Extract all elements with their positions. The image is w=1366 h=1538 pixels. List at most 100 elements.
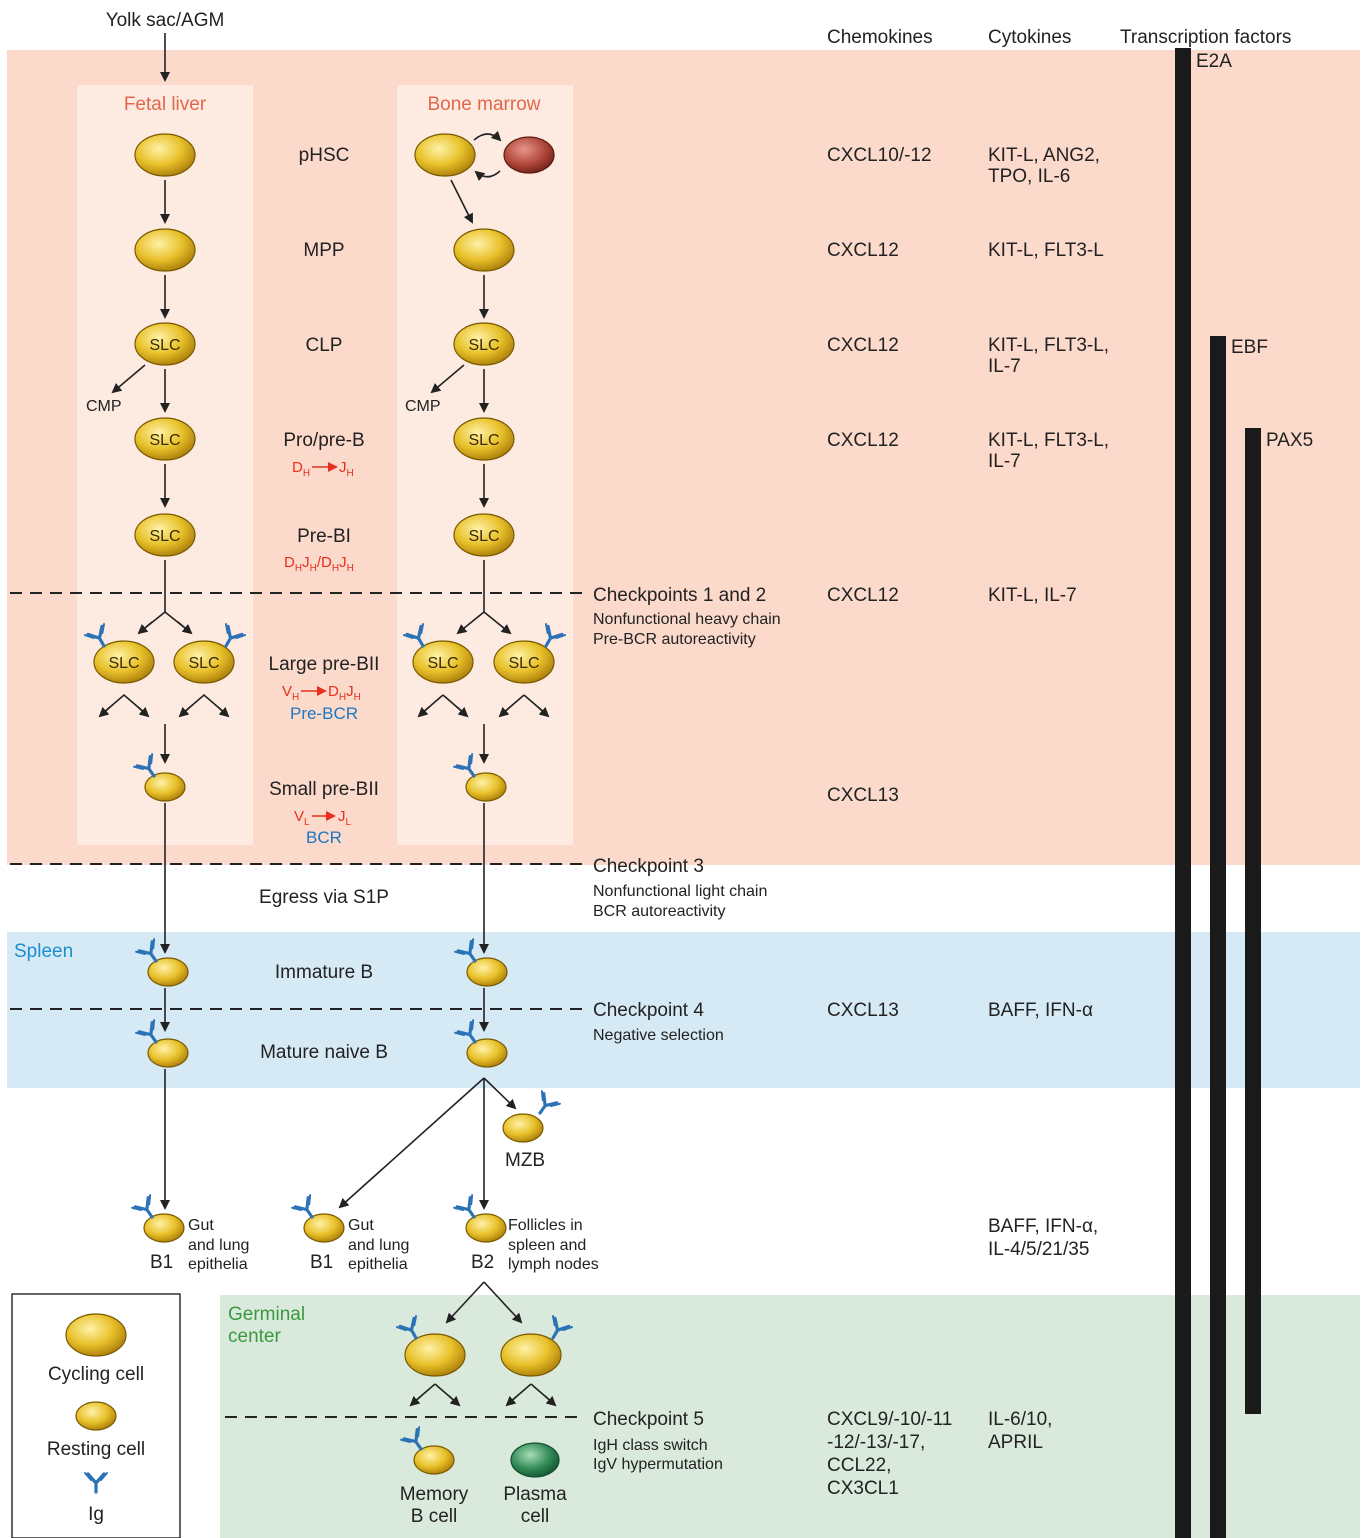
- stage-clp: CLP: [306, 335, 343, 356]
- fl-div-1a: [98, 706, 111, 718]
- stage-mature-naive-b: Mature naive B: [260, 1042, 388, 1063]
- cp3-line1: Nonfunctional light chain: [593, 883, 767, 900]
- chemokine-pro: CXCL12: [827, 430, 899, 451]
- cytokine-phsc-1: KIT-L, ANG2,: [988, 145, 1100, 166]
- legend-resting-icon: [75, 1401, 117, 1431]
- fl-clp-slc: SLC: [149, 337, 180, 354]
- memory-b-cell: [413, 1445, 455, 1475]
- b2-cell: [465, 1213, 507, 1243]
- mzb-cell: [502, 1113, 544, 1143]
- fl-div-1b: [137, 706, 150, 718]
- fl-pro-pre-b-cell: [134, 417, 196, 461]
- fl-clp-cell: [134, 322, 196, 366]
- chemokine-cp4: CXCL13: [827, 1000, 899, 1021]
- bone-marrow-label: Bone marrow: [428, 94, 541, 115]
- ebf-bar: [1210, 336, 1226, 1538]
- stage-pre-bcr: Pre-BCR: [290, 704, 358, 723]
- gc-arrow-right: [483, 1281, 523, 1324]
- cp12-line1: Nonfunctional heavy chain: [593, 611, 781, 628]
- bm-niche-arrow-top: [473, 130, 502, 142]
- cytokine-phsc-2: TPO, IL-6: [988, 166, 1070, 187]
- fl-lp2-slc: SLC: [188, 655, 219, 672]
- cytokine-pro-1: KIT-L, FLT3-L,: [988, 430, 1109, 451]
- bm-prebi-slc: SLC: [468, 528, 499, 545]
- chemokine-small-pre-bii: CXCL13: [827, 785, 899, 806]
- cp3-line2: BCR autoreactivity: [593, 903, 726, 920]
- b2-follicles-1: Follicles in: [508, 1217, 583, 1234]
- transcription-factors-header: Transcription factors: [1120, 27, 1291, 48]
- gc-div-1b: [448, 1395, 461, 1407]
- fl-gut-1: Gut: [188, 1217, 214, 1234]
- fl-immature-b-cell: [147, 957, 189, 987]
- bm-to-b1-arrow: [338, 1077, 485, 1209]
- cytokine-clp-2: IL-7: [988, 356, 1021, 377]
- cp3-title: Checkpoint 3: [593, 856, 704, 877]
- cp5-title: Checkpoint 5: [593, 1409, 704, 1430]
- fl-div-2a: [178, 706, 191, 718]
- e2a-bar: [1175, 48, 1191, 1538]
- bm-clp-cell: [453, 322, 515, 366]
- fl-pre-bi-cell: [134, 513, 196, 557]
- cp4-line1: Negative selection: [593, 1027, 724, 1044]
- bm-pre-bi-cell: [453, 513, 515, 557]
- fl-mature-b-cell: [147, 1038, 189, 1068]
- fl-gut-2: and lung: [188, 1237, 249, 1254]
- cytokines-header: Cytokines: [988, 27, 1071, 48]
- fl-lp1-slc: SLC: [108, 655, 139, 672]
- cytokine-mpp: KIT-L, FLT3-L: [988, 240, 1104, 261]
- bm-to-mzb-arrow: [483, 1077, 517, 1110]
- bm-large-pre-bii-cell-1: [412, 640, 474, 684]
- stage-pro-pre-b: Pro/pre-B: [283, 430, 364, 451]
- fl-div-2b: [217, 706, 230, 718]
- rearr-jh: JH: [339, 459, 354, 479]
- chemokine-phsc: CXCL10/-12: [827, 145, 932, 166]
- cytokine-gc-1: IL-6/10,: [988, 1409, 1052, 1430]
- legend-cycling-icon: [65, 1313, 127, 1357]
- gc-div-2b: [544, 1395, 557, 1407]
- fl-cmp-label: CMP: [86, 398, 122, 415]
- fl-gut-3: epithelia: [188, 1256, 248, 1273]
- fetal-liver-label: Fetal liver: [124, 94, 207, 115]
- cytokine-b2-2: IL-4/5/21/35: [988, 1239, 1089, 1260]
- bm-immature-b-cell: [466, 957, 508, 987]
- chemokines-header: Chemokines: [827, 27, 933, 48]
- bm-cmp-label: CMP: [405, 398, 441, 415]
- fl-large-pre-bii-cell-2: [173, 640, 235, 684]
- bm-large-pre-bii-cell-2: [493, 640, 555, 684]
- stage-pre-bi: Pre-BI: [297, 526, 351, 547]
- gc-cell-2: [500, 1333, 562, 1377]
- fl-small-pre-bii-cell: [144, 772, 186, 802]
- chemokine-cp12: CXCL12: [827, 585, 899, 606]
- legend-resting-label: Resting cell: [47, 1439, 145, 1460]
- bm-div-2b: [537, 706, 550, 718]
- bm-b1-label: B1: [310, 1252, 333, 1273]
- legend-cycling-label: Cycling cell: [48, 1364, 144, 1385]
- fl-b1-label: B1: [150, 1252, 173, 1273]
- mzb-label: MZB: [505, 1150, 545, 1171]
- plasma-cell: [510, 1442, 560, 1478]
- germinal-center-label-1: Germinal: [228, 1304, 305, 1325]
- bm-div-1b: [456, 706, 469, 718]
- bm-lp2-slc: SLC: [508, 655, 539, 672]
- cp5-line2: IgV hypermutation: [593, 1456, 723, 1473]
- cp12-line2: Pre-BCR autoreactivity: [593, 631, 756, 648]
- cytokine-cp4: BAFF, IFN-α: [988, 1000, 1093, 1021]
- stage-immature-b: Immature B: [275, 962, 373, 983]
- cytokine-pro-2: IL-7: [988, 451, 1021, 472]
- bm-gut-1: Gut: [348, 1217, 374, 1234]
- bm-cmp-arrow: [430, 364, 465, 394]
- cp12-title: Checkpoints 1 and 2: [593, 585, 766, 606]
- bm-niche-arrow-bottom: [474, 170, 501, 181]
- legend-ig-label: Ig: [88, 1504, 104, 1525]
- plasma-label-2: cell: [521, 1506, 550, 1527]
- rearr-vh: VH: [282, 683, 299, 703]
- bm-div-2a: [498, 706, 511, 718]
- chemokine-gc-2: -12/-13/-17,: [827, 1432, 925, 1453]
- chemokine-mpp: CXCL12: [827, 240, 899, 261]
- cytokine-gc-2: APRIL: [988, 1432, 1043, 1453]
- stage-large-pre-bii: Large pre-BII: [269, 654, 380, 675]
- gc-cell-1: [404, 1333, 466, 1377]
- rearr-dh: DH: [292, 459, 310, 479]
- fl-split-head-l: [137, 621, 153, 635]
- pax5-label: PAX5: [1266, 430, 1313, 451]
